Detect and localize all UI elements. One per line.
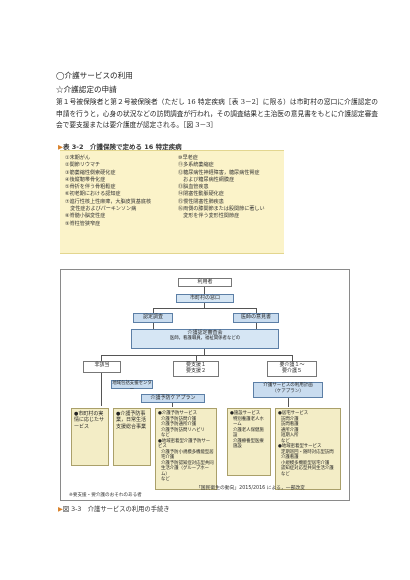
prevention-project-box: ●介護予防事業，日常生活支援総合事業 [113,408,151,466]
municipal-services-box: ●市町村の実情に応じたサービス [71,408,109,466]
connector [172,403,173,407]
community-prev-title: ●地域密着型介護予防サービス [158,438,211,450]
user-box: 利用者 [178,278,232,287]
table-item: ⑩早老症 [178,155,198,161]
connector [204,303,205,308]
home-services-list: 訪問介護 訪問看護 通所介護 短期入所 など [281,416,299,444]
flowchart-figure: 利用者 市町村の窓口 認定調査 医師の意見書 介護認定審査会 医師，看護職員，福… [60,269,350,501]
table-item: ⑦進行性核上性麻痺，大脳皮質基底核 [65,198,152,205]
table-item: ⑥初老期における認知症 [65,191,121,198]
table-item: ⑬脳血管疾患 [178,184,209,191]
figure-caption-text: 図 3-3 介護サービスの利用の手続き [62,506,170,513]
figure-source: 「国民衛生の動向」2015/2016 による，一部改変 [196,486,305,491]
table-item: ⑮慢性閉塞性肺疾患 [178,198,224,205]
prevention-plan-box: 介護予防ケアプラン [141,394,205,403]
community-prev-list: 介護予防小規模多機能型居宅介護 介護予防認知症対応型共同生活介護（グループホーム… [161,449,214,483]
non-applicable-box: 非該当 [83,361,121,373]
care-plan-box: 介護サービスの利用計画 （ケアプラン） [253,382,323,398]
facility-title: ●施設サービス [230,411,261,416]
regional-center-box: 地域包括支援センター [111,380,153,393]
committee-members: 医師，看護職員，福祉関係者などの [169,336,241,342]
committee-title: 介護認定審査会 [187,330,223,336]
table-item: ①末期がん [65,155,90,161]
care-level-box: 要介護１〜 要介護５ [267,361,317,377]
subsection-heading: ☆介護認定の申請 [56,85,117,94]
prev-services-list: 介護予防訪問介護 介護予防通所介護 介護予防訪問リハビリ など [161,416,205,439]
disease-table: ①末期がん ②関節リウマチ ③筋萎縮性側索硬化症 ④後縦靭帯骨化症 ⑤骨折を伴う… [60,150,284,254]
table-right-column: ⑩早老症 ⑪多系統萎縮症 ⑫糖尿病性神経障害，糖尿病性腎症 および糖尿病性網膜症… [178,155,284,221]
connector [153,308,154,313]
home-services-box: ●居宅サービス 訪問介護 訪問看護 通所介護 短期入所 など ●地域密着型サービ… [275,408,341,490]
table-caption-text: 表 3-2 介護保険で定める 16 特定疾病 [63,143,182,151]
facility-list: 特別養護老人ホーム 介護老人保健施設 介護療養型医療施設 [233,416,264,450]
connector [204,287,205,294]
caption-marker-icon: ▶ [58,506,63,513]
body-paragraph: 第１号被保険者と第２号被保険者（ただし 16 特定疾病［表 3－2］に限る）は市… [56,98,378,129]
survey-box: 認定調査 [133,313,173,323]
doctor-opinion-box: 医師の意見書 [233,313,279,323]
table-item: および糖尿病性網膜症 [178,176,235,183]
caption-marker-icon: ▶ [58,143,63,151]
connector [101,355,293,356]
table-item: ③筋萎縮性側索硬化症 [65,169,116,176]
table-item: ②関節リウマチ [65,162,101,169]
connector [153,308,257,309]
connector [256,308,257,313]
table-item: ⑪多系統萎縮症 [178,162,214,169]
connector [204,349,205,355]
connector [292,355,293,361]
prevention-services-box: ●介護予防サービス 介護予防訪問介護 介護予防通所介護 介護予防訪問リハビリ な… [155,408,217,490]
table-item: ⑯両側の膝関節または股関節に著しい [178,206,265,213]
community-services-title: ●地域密着型サービス [278,444,322,449]
table-item: ⑨脊柱管狭窄症 [65,220,101,227]
connector [101,355,102,361]
table-left-column: ①末期がん ②関節リウマチ ③筋萎縮性側索硬化症 ④後縦靭帯骨化症 ⑤骨折を伴う… [65,155,175,228]
connector [288,398,289,407]
connector [256,323,257,329]
connector [196,355,197,361]
table-item: ⑫糖尿病性神経障害，糖尿病性腎症 [178,169,260,176]
facility-services-box: ●施設サービス 特別養護老人ホーム 介護老人保健施設 介護療養型医療施設 [227,408,271,476]
figure-caption: ▶図 3-3 介護サービスの利用の手続き [58,504,170,513]
table-item: ⑭閉塞性動脈硬化症 [178,191,224,198]
table-item: ④後縦靭帯骨化症 [65,176,106,183]
table-item: ⑧脊髄小脳変性症 [65,213,106,220]
community-services-list: 定期巡回・随時対応型訪問介護看護 小規模多機能型居宅介護 認知症対応型共同生活介… [281,449,334,477]
prev-services-title: ●介護予防サービス [158,411,197,416]
section-heading: ◯介護サービスの利用 [56,71,133,80]
connector [101,373,102,406]
table-item: 変形を伴う変形性関節症 [178,213,240,220]
home-services-title: ●居宅サービス [278,411,309,416]
connector [153,323,154,329]
table-caption: ▶表 3-2 介護保険で定める 16 特定疾病 [58,141,182,151]
office-box: 市町村の窓口 [176,294,234,303]
support-level-box: 要支援１ 要支援２ [173,361,219,377]
committee-box: 介護認定審査会 医師，看護職員，福祉関係者などの [131,329,279,349]
table-item: 変性症およびパーキンソン病 [65,206,137,213]
figure-note: ※要支援・要介護のおそれのある者 [69,493,142,498]
table-item: ⑤骨折を伴う骨粗鬆症 [65,184,116,191]
